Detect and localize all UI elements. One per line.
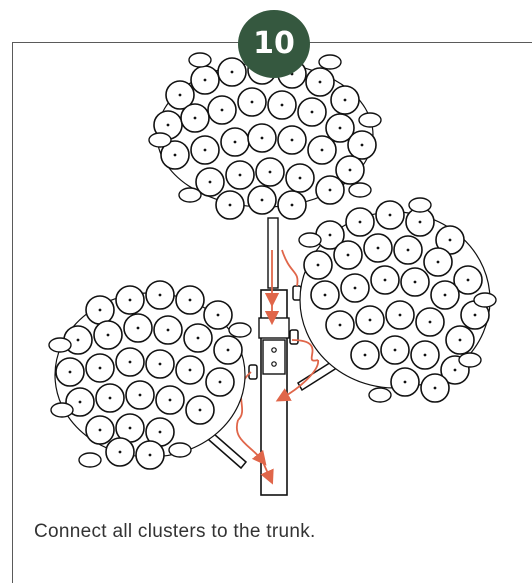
- right-cluster: [298, 197, 497, 403]
- cables: [235, 249, 319, 485]
- instruction-caption: Connect all clusters to the trunk.: [34, 521, 316, 542]
- trunk: [258, 217, 290, 496]
- top-cluster: [148, 52, 382, 220]
- assembly-illustration: [48, 52, 497, 496]
- step-number-badge: 10: [238, 10, 310, 78]
- left-cluster: [48, 280, 252, 470]
